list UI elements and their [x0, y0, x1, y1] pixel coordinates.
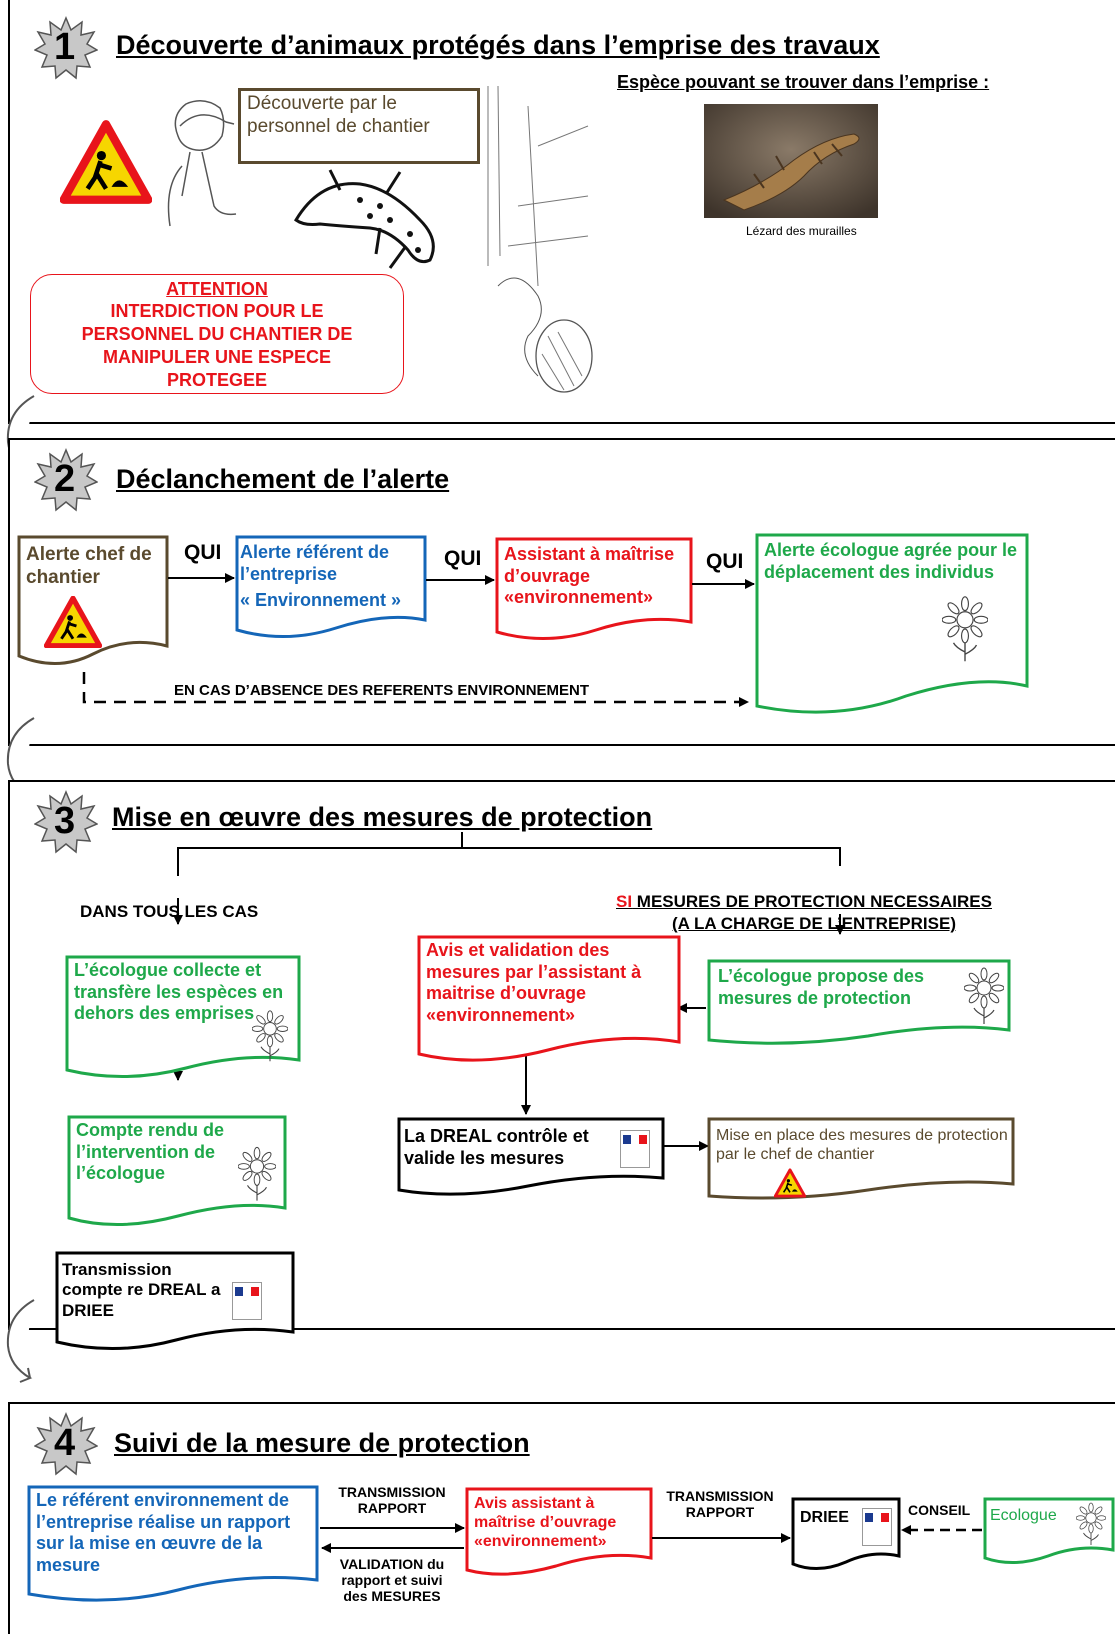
lizard-photo — [704, 104, 878, 218]
republic-logo — [862, 1508, 892, 1546]
referent-report-box: Le référent environnement de l’entrepris… — [27, 1485, 319, 1608]
step-4-number: 4 — [54, 1422, 76, 1464]
fence-sketch-illustration — [487, 86, 593, 393]
republic-logo — [232, 1282, 262, 1320]
assistant-opinion-box: Avis assistant à maîtrise d’ouvrage «env… — [465, 1487, 653, 1580]
dreal-control-box: La DREAL contrôle et valide les mesures — [397, 1117, 665, 1200]
company-referent-box: Alerte référent de l’entreprise « Enviro… — [235, 535, 427, 648]
republic-logo — [620, 1130, 650, 1168]
assistant-moa-box: Assistant à maîtrise d’ouvrage «environn… — [495, 537, 693, 650]
section-4-title: Suivi de la mesure de protection — [114, 1428, 530, 1458]
work-sign-icon — [774, 1168, 806, 1198]
transmission-label-2: TRANSMISSION RAPPORT — [666, 1488, 774, 1520]
absence-label: EN CAS D’ABSENCE DES REFERENTS ENVIRONNE… — [174, 682, 590, 699]
step-3-number: 3 — [54, 800, 76, 842]
section-3-title: Mise en œuvre des mesures de protection — [112, 802, 653, 832]
ecologist-collect-box: L’écologue collecte et transfère les esp… — [65, 955, 301, 1086]
section-2-title: Déclanchement de l’alerte — [116, 464, 450, 494]
flower-icon — [238, 1146, 276, 1202]
species-caption: Lézard des murailles — [746, 224, 857, 238]
qui-label-3: QUI — [706, 550, 744, 573]
transmission-label-1: TRANSMISSION RAPPORT — [338, 1484, 446, 1516]
step-2-number: 2 — [54, 458, 76, 500]
company-charge-label: (A LA CHARGE DE L’ENTREPRISE) — [672, 914, 956, 933]
alert-flow-arrows — [82, 573, 755, 707]
step-1-number: 1 — [54, 26, 76, 68]
qui-label-2: QUI — [444, 547, 482, 570]
alert-site-manager-box: Alerte chef de chantier — [17, 535, 169, 672]
qui-label-1: QUI — [184, 541, 222, 564]
work-sign-icon — [60, 120, 152, 204]
attention-text: INTERDICTION POUR LE PERSONNEL DU CHANTI… — [81, 301, 353, 390]
transition-arrow-3-4 — [6, 1299, 35, 1383]
conseil-label: CONSEIL — [908, 1502, 971, 1518]
all-cases-label: DANS TOUS LES CAS — [80, 902, 259, 921]
attention-title: ATTENTION — [166, 279, 268, 299]
ecologist-box: Ecologue — [983, 1497, 1115, 1568]
if-needed-label: SI MESURES DE PROTECTION NECESSAIRES — [616, 892, 992, 911]
ecologist-propose-box: L’écologue propose des mesures de protec… — [707, 959, 1011, 1048]
followup-flow-arrows — [320, 1523, 982, 1553]
salamander-sketch-illustration — [294, 169, 435, 269]
worker-sketch-illustration — [167, 100, 237, 227]
validation-label: VALIDATION du rapport et suivi des MESUR… — [339, 1556, 445, 1604]
species-heading: Espèce pouvant se trouver dans l’emprise… — [617, 72, 990, 92]
attention-box: ATTENTION INTERDICTION POUR LE PERSONNEL… — [30, 274, 404, 394]
driee-box: DRIEE — [791, 1497, 901, 1574]
ecologist-alert-box: Alerte écologue agrée pour le déplacemen… — [755, 533, 1029, 722]
section-1-title: Découverte d’animaux protégés dans l’emp… — [116, 30, 880, 60]
section-discovery — [8, 0, 1115, 424]
flower-icon — [942, 594, 988, 664]
report-transmission-box: Transmission compte re DREAL a DRIEE — [55, 1251, 295, 1358]
intervention-report-box: Compte rendu de l’intervention de l’écol… — [67, 1115, 287, 1232]
measures-setup-box: Mise en place des mesures de protection … — [707, 1117, 1015, 1202]
flower-icon — [964, 966, 1004, 1026]
flower-icon — [252, 1010, 288, 1062]
moa-validation-box: Avis et validation des mesures par l’ass… — [417, 935, 681, 1068]
discovery-callout: Découverte par le personnel de chantier — [238, 88, 480, 164]
